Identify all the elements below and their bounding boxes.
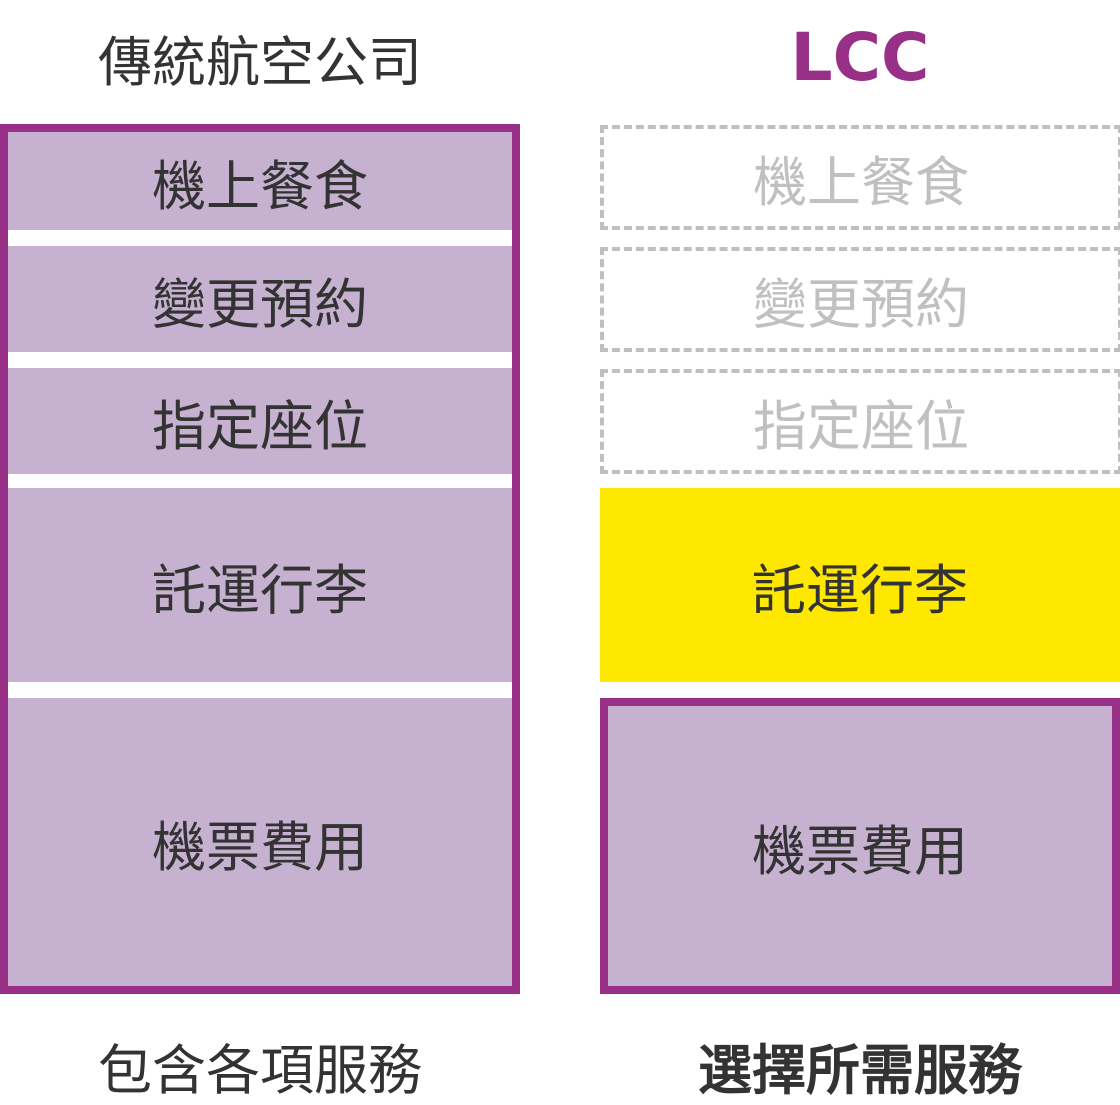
left-item-meal: 機上餐食 (8, 132, 512, 230)
right-item-seat: 指定座位 (600, 369, 1120, 474)
right-item-change: 變更預約 (600, 247, 1120, 352)
left-item-fare: 機票費用 (8, 698, 512, 986)
left-item-seat: 指定座位 (8, 368, 512, 474)
left-title: 傳統航空公司 (98, 30, 422, 94)
left-item-change: 變更預約 (8, 246, 512, 352)
left-item-baggage: 託運行李 (8, 488, 512, 682)
right-caption: 選擇所需服務 (698, 1038, 1022, 1102)
left-frame (0, 124, 520, 994)
left-caption: 包含各項服務 (98, 1038, 422, 1102)
right-title: LCC (790, 18, 930, 96)
right-item-meal: 機上餐食 (600, 125, 1120, 230)
right-item-baggage: 託運行李 (600, 488, 1120, 682)
right-item-fare: 機票費用 (600, 698, 1120, 994)
